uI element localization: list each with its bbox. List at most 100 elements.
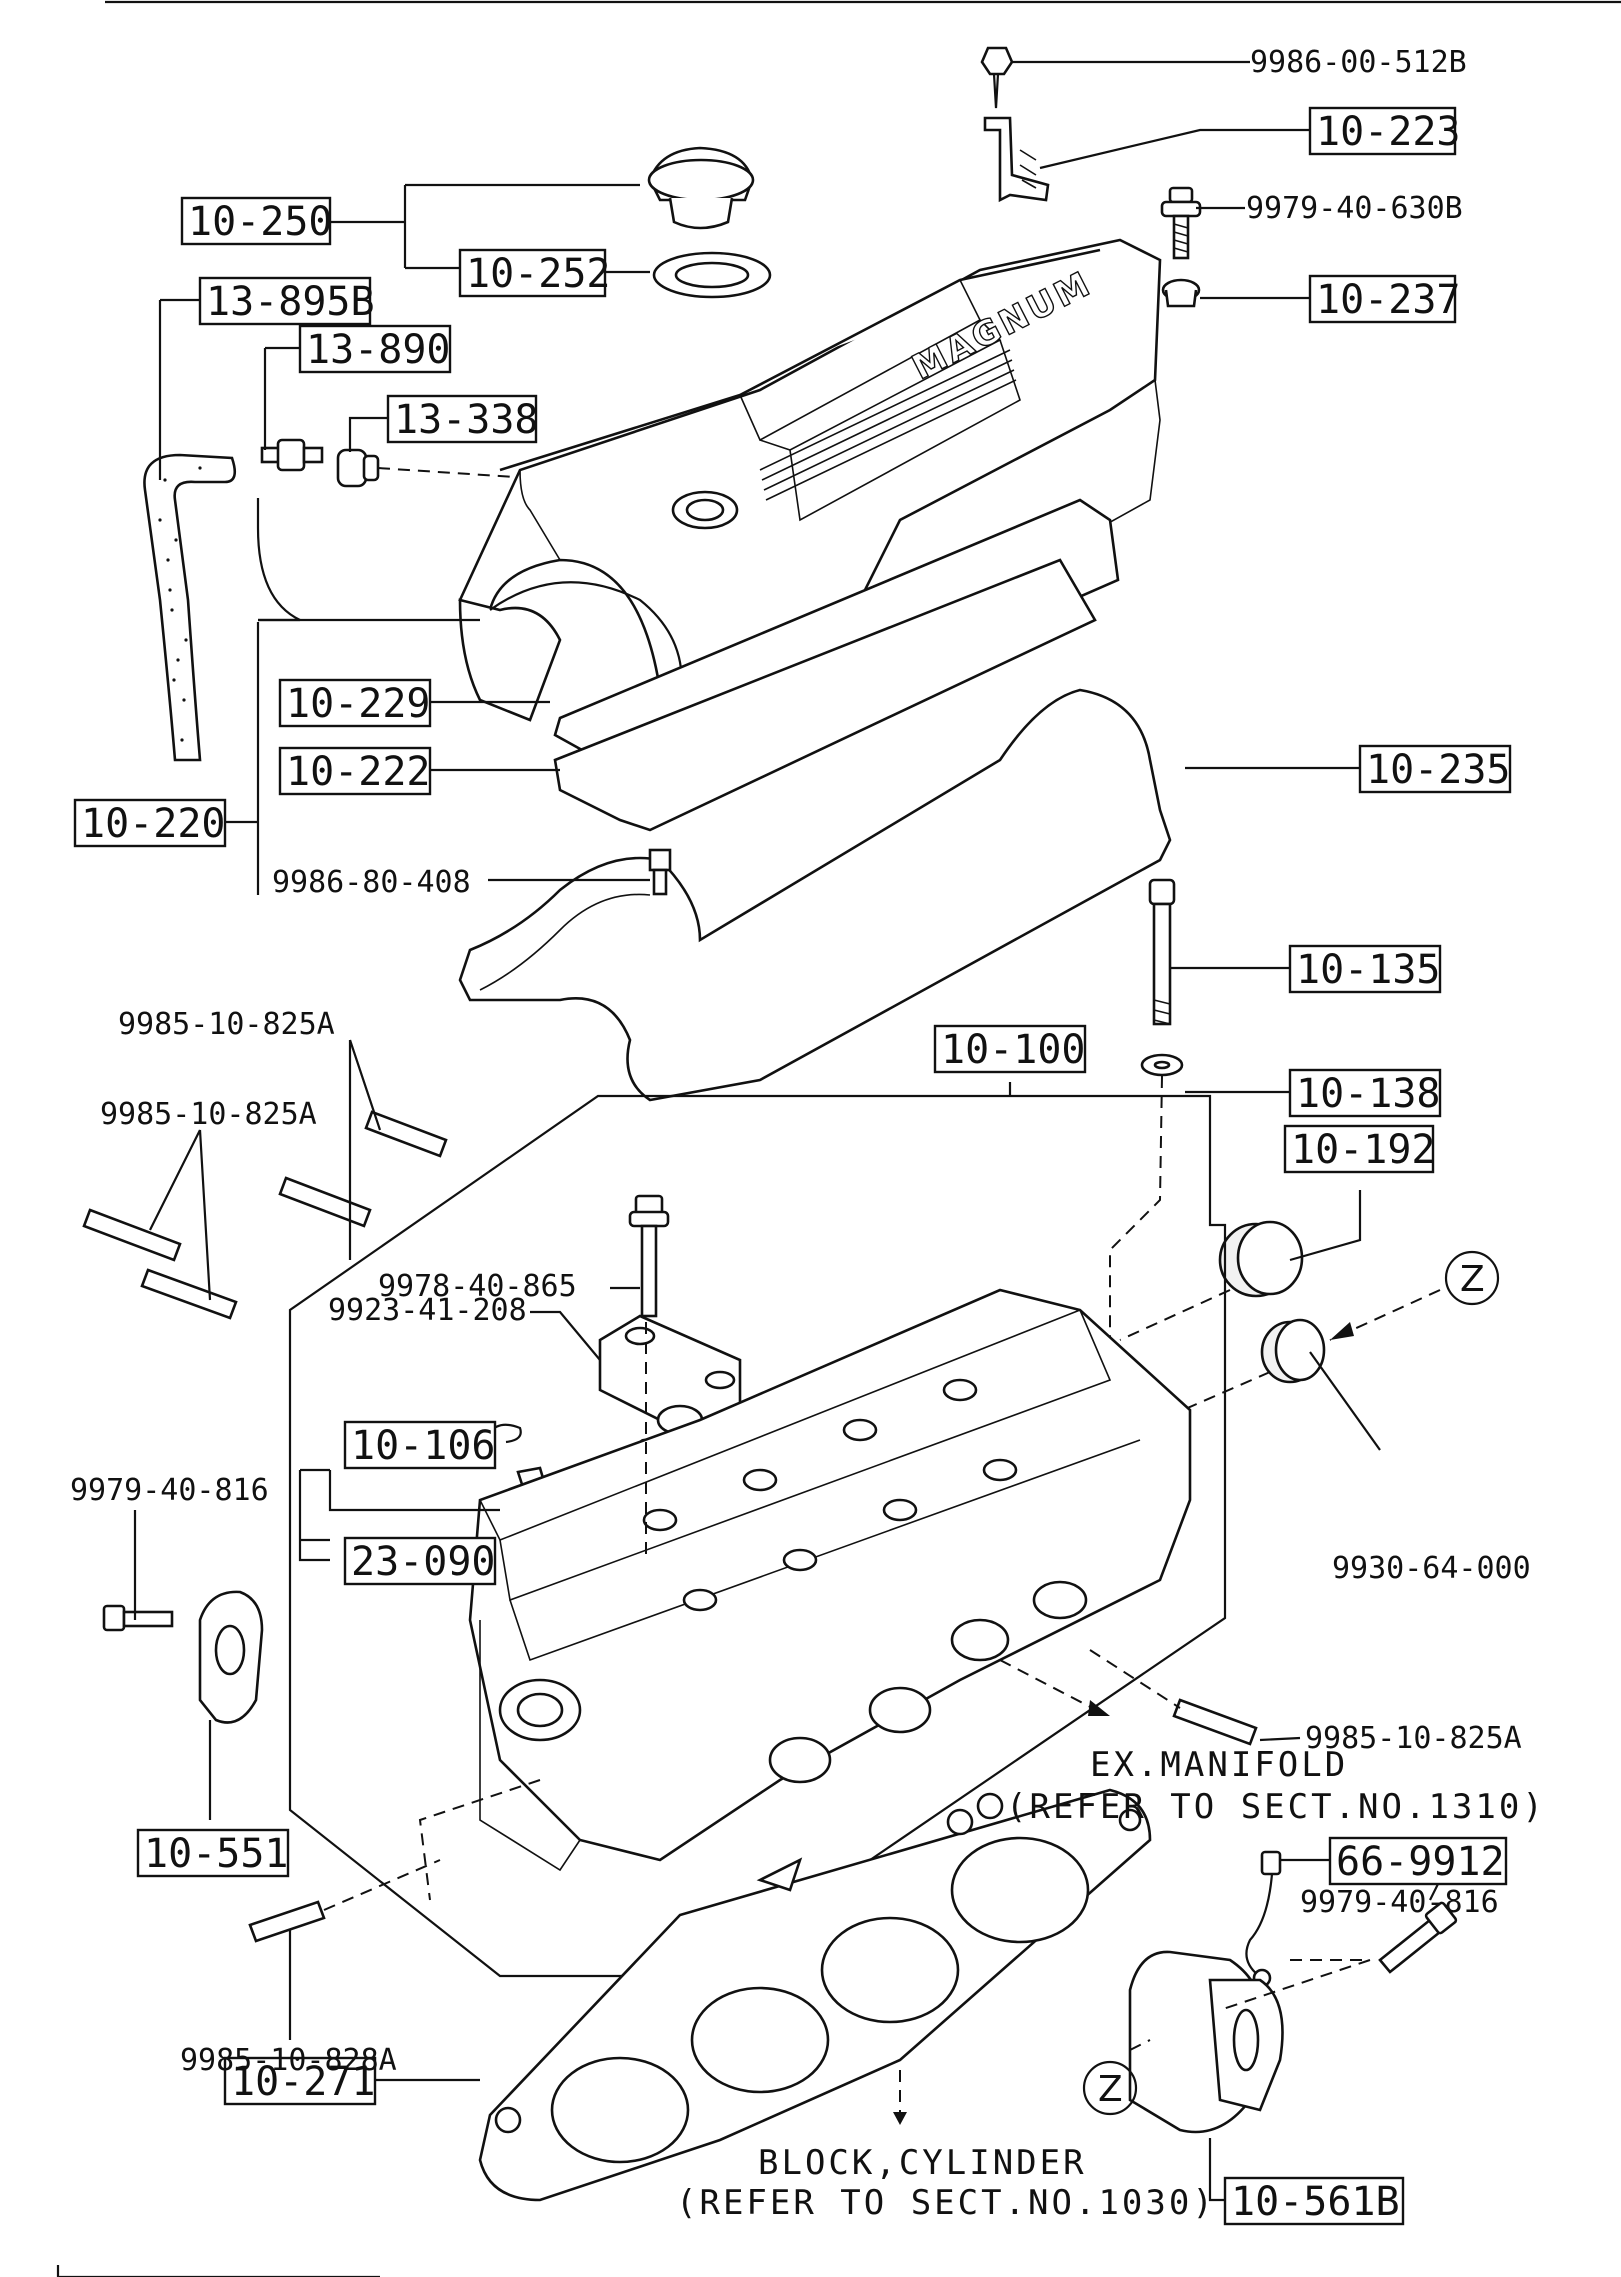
- washer-10-138-drawing: [1140, 1053, 1184, 1077]
- callout-10-222: 10-222: [278, 746, 432, 796]
- callout-box-10-222: [278, 746, 432, 796]
- callout-box-10-561b: [1223, 2176, 1405, 2226]
- bolt-9979-40-816-left-drawing: [102, 1604, 174, 1632]
- label-9985-10-825a-upper: 9985-10-825A: [118, 1007, 335, 1042]
- bracket-10-223-drawing: [983, 116, 1050, 203]
- callout-box-13-895b: [198, 276, 372, 326]
- callout-box-10-252: [458, 248, 607, 298]
- callout-text-23-090: 23-090: [351, 1539, 496, 1585]
- block-note-line2: (REFER TO SECT.NO.1030): [676, 2183, 1216, 2223]
- callout-box-13-338: [386, 394, 538, 444]
- block-arrow: [893, 2112, 907, 2125]
- bolt-10-135-dashline: [1109, 1075, 1163, 1420]
- callout-10-551: 10-551: [136, 1828, 290, 1878]
- callout-10-271: 10-271: [223, 2056, 377, 2106]
- plug-10-192-drawing: [1218, 1220, 1304, 1298]
- callout-text-10-250: 10-250: [188, 199, 333, 245]
- hose-dots: [158, 466, 202, 742]
- callout-box-10-223: [1308, 106, 1457, 156]
- callout-text-10-106: 10-106: [351, 1423, 496, 1469]
- stud-828a-dashline: [323, 1859, 441, 1911]
- callout-text-10-223: 10-223: [1316, 109, 1461, 155]
- callout-13-895b: 13-895B: [198, 276, 375, 326]
- callout-10-106: 10-106: [343, 1420, 497, 1470]
- z-top-marker-circle: [1444, 1250, 1500, 1306]
- leader-lines: [133, 60, 1441, 2202]
- label-9979-40-816-left: 9979-40-816: [70, 1473, 269, 1508]
- stud-825a-left-1: [82, 1208, 182, 1262]
- bolt-9979-40-630b-drawing: [1160, 186, 1202, 260]
- callout-box-10-106: [343, 1420, 497, 1470]
- callout-10-252: 10-252: [458, 248, 611, 298]
- callout-box-10-235: [1358, 744, 1512, 794]
- callout-text-10-192: 10-192: [1291, 1127, 1436, 1173]
- label-9979-40-816-right: 9979-40-816: [1300, 1885, 1499, 1920]
- hose-13-895b-drawing: [143, 453, 237, 762]
- callout-text-10-551: 10-551: [144, 1831, 289, 1877]
- label-9923-41-208: 9923-41-208: [328, 1293, 527, 1328]
- callout-23-090: 23-090: [343, 1536, 497, 1586]
- callout-text-10-271: 10-271: [231, 2059, 376, 2105]
- callout-text-13-890: 13-890: [306, 327, 451, 373]
- callout-10-223: 10-223: [1308, 106, 1461, 156]
- callout-text-10-222: 10-222: [286, 749, 431, 795]
- callout-box-10-551: [136, 1828, 290, 1878]
- z-bottom-marker-letter: Z: [1098, 2069, 1123, 2110]
- sensor-66-9912-drawing: [1245, 1850, 1282, 1988]
- callout-10-220: 10-220: [73, 798, 227, 848]
- callout-text-13-338: 13-338: [394, 397, 539, 443]
- callout-box-10-220: [73, 798, 227, 848]
- z-bottom-marker-circle: [1082, 2060, 1138, 2116]
- label-9986-00-512b: 9986-00-512B: [1250, 45, 1467, 80]
- callout-10-192: 10-192: [1283, 1124, 1436, 1174]
- callout-10-237: 10-237: [1308, 274, 1461, 324]
- callout-text-10-100: 10-100: [941, 1027, 1086, 1073]
- stud-825a-right: [1172, 1698, 1258, 1746]
- callout-10-229: 10-229: [278, 678, 432, 728]
- callout-box-66-9912: [1328, 1836, 1508, 1886]
- ex-manifold-note-line1: EX.MANIFOLD: [1090, 1745, 1348, 1785]
- callout-box-23-090: [343, 1536, 497, 1586]
- callout-10-100: 10-100: [933, 1024, 1087, 1074]
- label-9979-40-630b: 9979-40-630B: [1246, 191, 1463, 226]
- label-9978-40-865: 9978-40-865: [378, 1269, 577, 1304]
- stud-825a-right-dashline: [1089, 1649, 1181, 1709]
- pcv-valve-13-890-drawing: [260, 438, 324, 472]
- callout-text-10-561b: 10-561B: [1231, 2179, 1400, 2225]
- callout-text-10-237: 10-237: [1316, 277, 1461, 323]
- callout-text-10-252: 10-252: [466, 251, 611, 297]
- callout-10-235: 10-235: [1358, 744, 1512, 794]
- callout-box-13-890: [298, 324, 452, 374]
- bolt-9986-80-408-drawing: [648, 848, 672, 896]
- z-top-arrow: [1330, 1322, 1354, 1340]
- plug-9930-64-000-drawing: [1260, 1318, 1326, 1384]
- callout-box-10-138: [1288, 1068, 1442, 1118]
- callout-text-10-135: 10-135: [1296, 947, 1441, 993]
- callout-box-10-100: [933, 1024, 1087, 1074]
- head-dash-2: [418, 1779, 541, 1901]
- callout-box-10-192: [1283, 1124, 1435, 1174]
- cylinder-head-drawing: [468, 1288, 1192, 1872]
- stud-825a-upper: [364, 1110, 448, 1158]
- exhaust-dashline: [999, 1659, 1101, 1713]
- stud-828a-lower: [248, 1900, 326, 1943]
- bolt-10-135-drawing: [1148, 878, 1176, 1026]
- callout-13-338: 13-338: [386, 394, 539, 444]
- bolt-9978-40-865-drawing: [628, 1194, 670, 1318]
- stud-825a-middle: [278, 1176, 372, 1228]
- block-note-line1: BLOCK,CYLINDER: [758, 2143, 1087, 2183]
- callout-66-9912: 66-9912: [1328, 1836, 1508, 1886]
- callout-text-66-9912: 66-9912: [1336, 1839, 1505, 1885]
- callout-text-10-220: 10-220: [81, 801, 226, 847]
- callout-10-138: 10-138: [1288, 1068, 1442, 1118]
- callout-10-135: 10-135: [1288, 944, 1442, 994]
- label-9930-64-000: 9930-64-000: [1332, 1551, 1531, 1586]
- head-gasket-10-271-drawing: [478, 1788, 1152, 2202]
- gasket-10-235-drawing: [458, 688, 1172, 1102]
- ex-manifold-note-line2: (REFER TO SECT.NO.1310): [1006, 1787, 1546, 1827]
- valve-cover-drawing: MAGNUM: [458, 238, 1162, 722]
- z-bottom-dashline: [1129, 2039, 1151, 2051]
- callout-box-10-237: [1308, 274, 1457, 324]
